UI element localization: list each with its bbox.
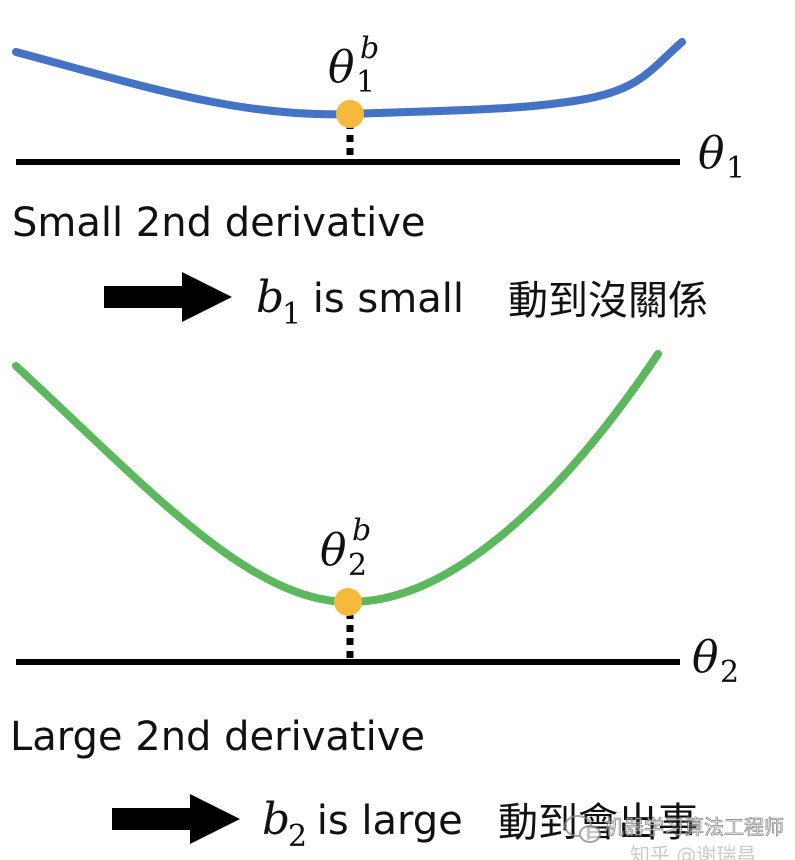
point-label-top: θ [328, 42, 355, 93]
axis-label-top: θ [698, 128, 725, 179]
caption-bottom: Large 2nd derivative [10, 714, 425, 760]
result-text-top: is small [300, 276, 464, 322]
caption-top: Small 2nd derivative [12, 200, 426, 246]
axis-label-bottom-sub: 2 [720, 655, 739, 690]
wechat-icon [564, 815, 601, 843]
result-var-bottom: b [262, 794, 290, 845]
watermark-source: 知乎 @谢瑞昌 [630, 843, 756, 860]
result-text-bottom: is large [304, 798, 463, 844]
watermark: 机器学习算法工程师 知乎 @谢瑞昌 [564, 815, 784, 860]
point-label-bottom-sup: b [352, 513, 371, 548]
minimum-point-bottom [334, 588, 362, 616]
point-label-top-sub: 1 [356, 65, 375, 100]
minimum-point-top [336, 100, 364, 128]
axis-label-bottom: θ [692, 632, 719, 683]
result-chinese-top: 動到沒關係 [508, 278, 708, 324]
result-sub-top: 1 [282, 297, 301, 332]
result-var-top: b [256, 272, 284, 323]
result-sub-bottom: 2 [288, 819, 307, 854]
arrow-icon-top [104, 272, 232, 322]
loss-curve-top [12, 38, 686, 119]
arrow-icon-bottom [112, 794, 240, 844]
point-label-top-sup: b [360, 31, 379, 66]
axis-label-top-sub: 1 [726, 151, 745, 186]
point-label-bottom-sub: 2 [348, 548, 367, 583]
panel-top: θ 1 b θ 1 Small 2nd derivative b 1 is sm… [12, 31, 745, 332]
watermark-account: 机器学习算法工程师 [604, 815, 784, 839]
point-label-bottom: θ [320, 525, 347, 576]
panel-bottom: θ 2 b θ 2 Large 2nd derivative b 2 is la… [10, 350, 739, 854]
